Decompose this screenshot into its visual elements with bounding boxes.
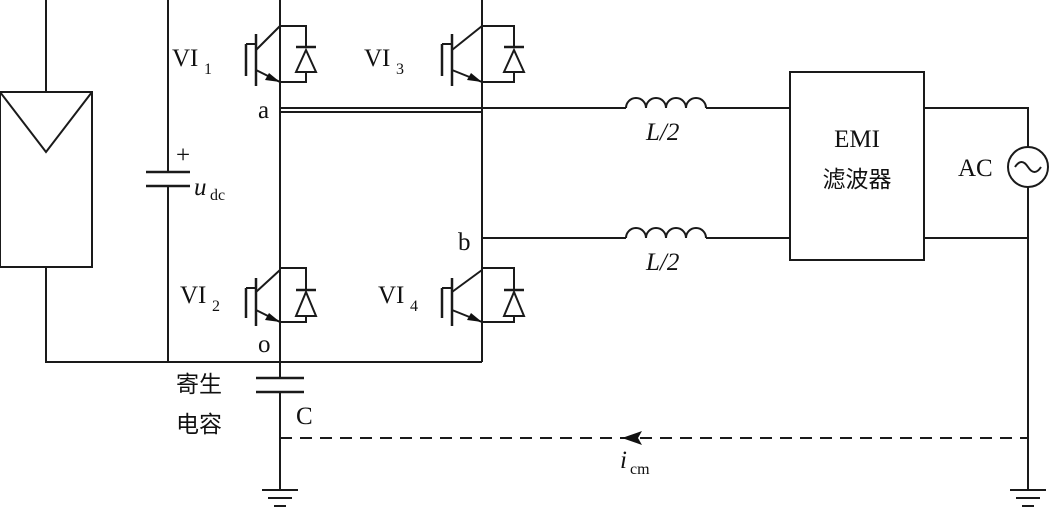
- bridge-leg-wiring: [279, 0, 483, 362]
- ac-wiring: [280, 107, 1029, 490]
- vt4-main: VI: [378, 282, 404, 309]
- igbt-vt3: [440, 25, 526, 86]
- ground-left: [262, 489, 298, 507]
- vt2-main: VI: [180, 282, 206, 309]
- inductor-bottom: [625, 227, 707, 239]
- vt2-label: VI 2: [180, 282, 220, 315]
- igbt-vt2: [244, 267, 318, 326]
- dc-link-capacitor: [146, 170, 190, 188]
- node-o-label: o: [258, 331, 271, 358]
- emi-filter-line2: 滤波器: [823, 167, 892, 193]
- inductor-top-label: L/2: [645, 119, 679, 146]
- capacitor-c-label: C: [296, 403, 313, 430]
- udc-subscript: dc: [210, 187, 225, 204]
- ac-label: AC: [958, 155, 993, 182]
- vt3-subscript: 3: [396, 61, 404, 78]
- icm-subscript: cm: [630, 461, 650, 478]
- udc-label: u dc: [194, 174, 225, 204]
- vt4-subscript: 4: [410, 298, 418, 315]
- emi-filter-box: [789, 71, 925, 261]
- parasitic-capacitor: [256, 362, 304, 490]
- inductor-bottom-label: L/2: [645, 249, 679, 276]
- vt3-main: VI: [364, 45, 390, 72]
- vt4-label: VI 4: [378, 282, 418, 315]
- icm-label: i cm: [620, 447, 650, 478]
- ground-right: [1010, 489, 1046, 507]
- vt1-subscript: 1: [204, 61, 212, 78]
- node-b-label: b: [458, 229, 471, 256]
- vt3-label: VI 3: [364, 45, 404, 78]
- node-a-label: a: [258, 97, 269, 124]
- inductor-top: [625, 97, 707, 109]
- vt2-subscript: 2: [212, 298, 220, 315]
- vt1-main: VI: [172, 45, 198, 72]
- emi-filter-line1: EMI: [834, 126, 880, 153]
- igbt-vt1: [244, 25, 318, 86]
- pv-panel: [0, 91, 93, 268]
- vt1-label: VI 1: [172, 45, 212, 78]
- parasitic-label-line1: 寄生: [176, 372, 222, 398]
- capacitor-plus-sign: +: [176, 142, 190, 169]
- icm-main: i: [620, 447, 627, 474]
- common-mode-current-path: [280, 431, 1028, 445]
- ac-source: [1007, 146, 1049, 188]
- parasitic-label-line2: 电容: [176, 412, 222, 438]
- udc-main: u: [194, 174, 207, 201]
- igbt-vt4: [440, 267, 526, 326]
